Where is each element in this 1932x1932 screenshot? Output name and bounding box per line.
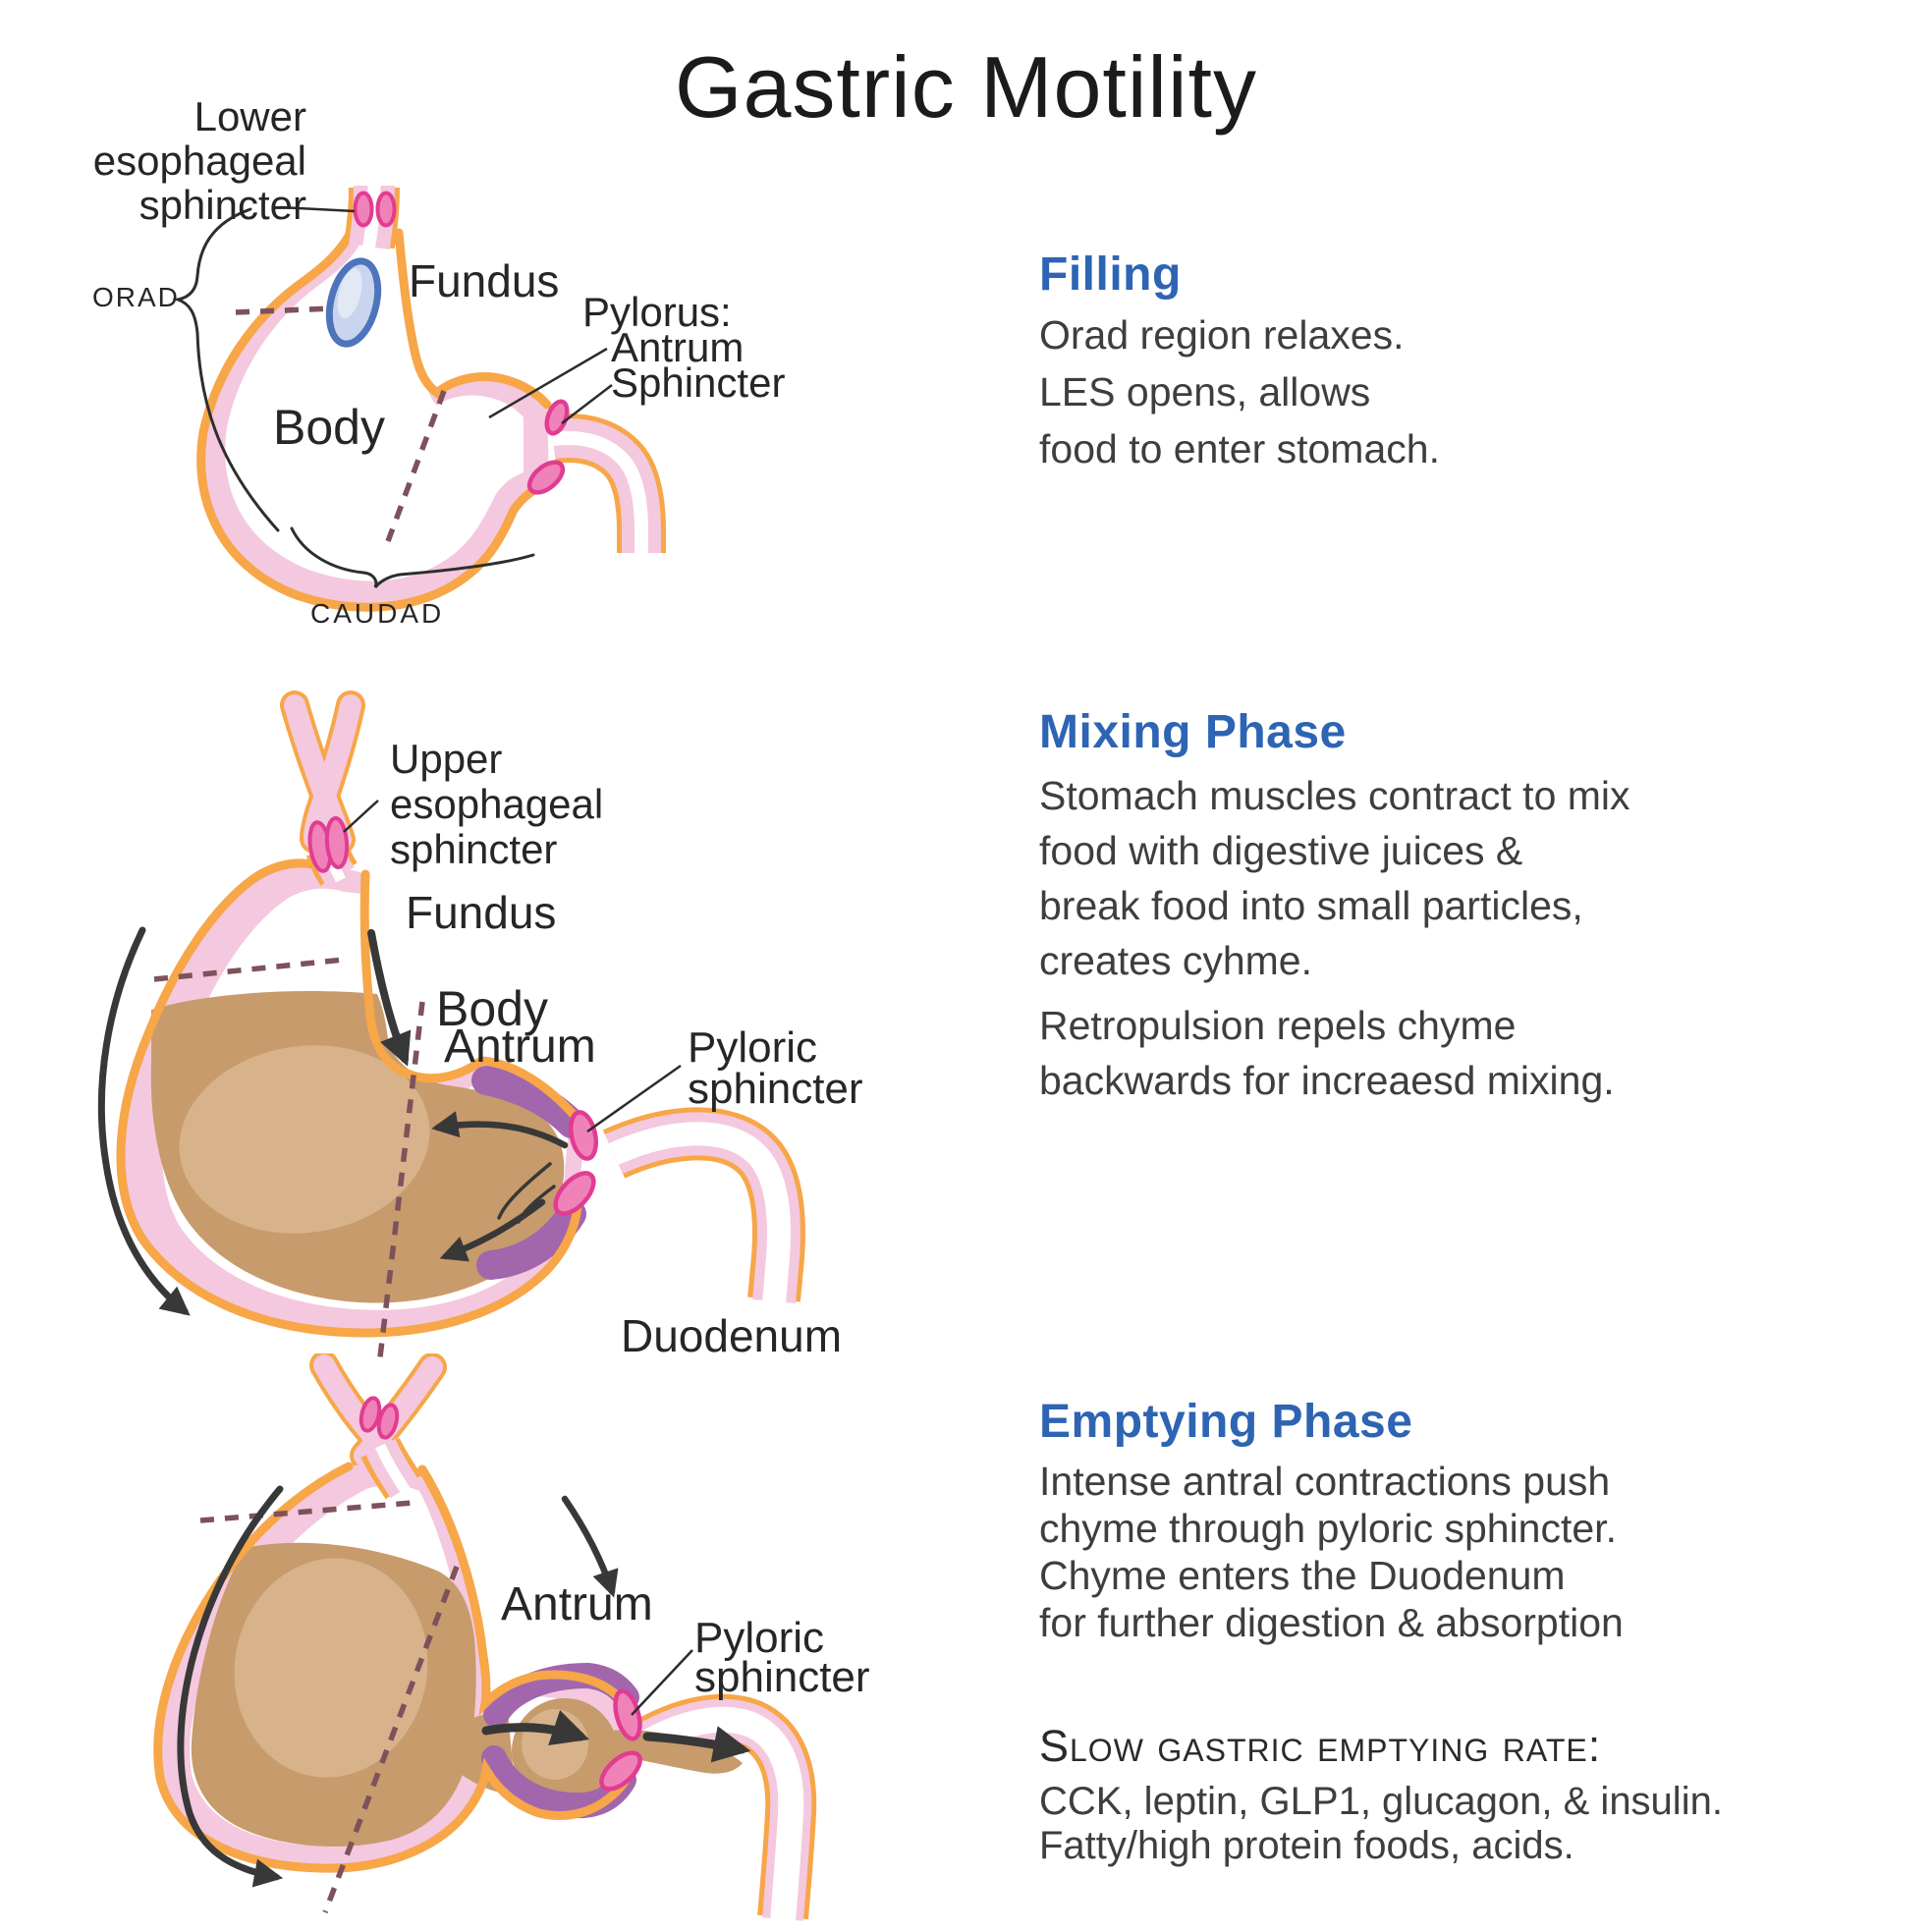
stomach-outline — [196, 226, 554, 612]
caudad-brace — [290, 526, 535, 588]
chyme-highlight — [179, 1045, 430, 1234]
region-dashed-lines — [153, 957, 425, 1366]
emptying-text: Intense antral contractions push chyme t… — [1039, 1459, 1624, 1645]
mixing-text-2: Retropulsion repels chyme backwards for … — [1039, 1003, 1615, 1103]
antrum-lining — [471, 1066, 586, 1280]
retropulsion-arrows — [431, 1111, 569, 1262]
label-antrum-2: Antrum — [444, 1021, 596, 1073]
label-antrum-3: Antrum — [501, 1578, 653, 1630]
esophagus-tube — [360, 1437, 422, 1500]
label-fundus-2: Fundus — [406, 887, 557, 938]
region-dashed-lines — [199, 1500, 460, 1913]
label-caudad: CAUDAD — [310, 598, 445, 629]
duodenum-tube — [636, 1693, 817, 1923]
stomach-lumen — [225, 236, 524, 581]
filling-heading: Filling — [1039, 248, 1182, 301]
esophagus-tube — [344, 185, 400, 252]
region-dashed-lines — [235, 304, 447, 542]
diagram-emptying — [153, 1353, 817, 1923]
les-sphincter — [353, 191, 397, 228]
leader-lines — [343, 800, 682, 1133]
peristalsis-arrows — [97, 926, 412, 1316]
diagram-mixing — [97, 690, 805, 1366]
leader-lines — [279, 205, 613, 424]
duodenum-tube — [602, 1107, 805, 1305]
label-pylorus: Pylorus: Antrum Sphincter — [582, 289, 786, 406]
mixing-text-1: Stomach muscles contract to mix food wit… — [1039, 773, 1630, 983]
duodenum-tube — [549, 414, 666, 555]
label-pyloric-sphincter-2: Pyloric sphincter — [688, 1023, 863, 1113]
pyloric-sphincter — [599, 1688, 642, 1792]
label-body-1: Body — [273, 400, 385, 455]
filling-text: Orad region relaxes. LES opens, allows f… — [1039, 312, 1440, 471]
label-body-2: Body — [436, 981, 548, 1036]
label-upper-esophageal-sphincter: Upper esophageal sphincter — [390, 736, 604, 872]
food-bolus — [325, 257, 382, 348]
chyme-highlight — [234, 1558, 428, 1778]
esophagus-strands — [280, 690, 365, 855]
ues-sphincter — [307, 816, 350, 873]
mixing-heading: Mixing Phase — [1039, 706, 1347, 758]
page-title: Gastric Motility — [675, 38, 1257, 136]
orad-brace — [172, 207, 280, 532]
ues-sphincter — [359, 1396, 400, 1440]
label-fundus-1: Fundus — [409, 255, 560, 306]
label-pyloric-sphincter-3: Pyloric sphincter — [694, 1614, 870, 1701]
chyme-highlight-bulb — [522, 1709, 588, 1780]
pyloric-sphincter — [526, 399, 570, 495]
pyloric-sphincter — [553, 1110, 599, 1216]
emptying-heading: Emptying Phase — [1039, 1396, 1413, 1448]
label-lower-esophageal-sphincter: Lower esophageal sphincter — [92, 93, 306, 228]
slow-emptying-text: CCK, leptin, GLP1, glucagon, & insulin. … — [1039, 1780, 1723, 1867]
diagram-filling — [172, 185, 666, 612]
label-duodenum: Duodenum — [621, 1310, 843, 1361]
leader-line — [631, 1649, 693, 1716]
emptying-arrows — [177, 1485, 751, 1888]
slow-emptying-heading: Slow gastric emptying rate: — [1039, 1721, 1602, 1771]
label-orad: ORAD — [92, 282, 180, 312]
